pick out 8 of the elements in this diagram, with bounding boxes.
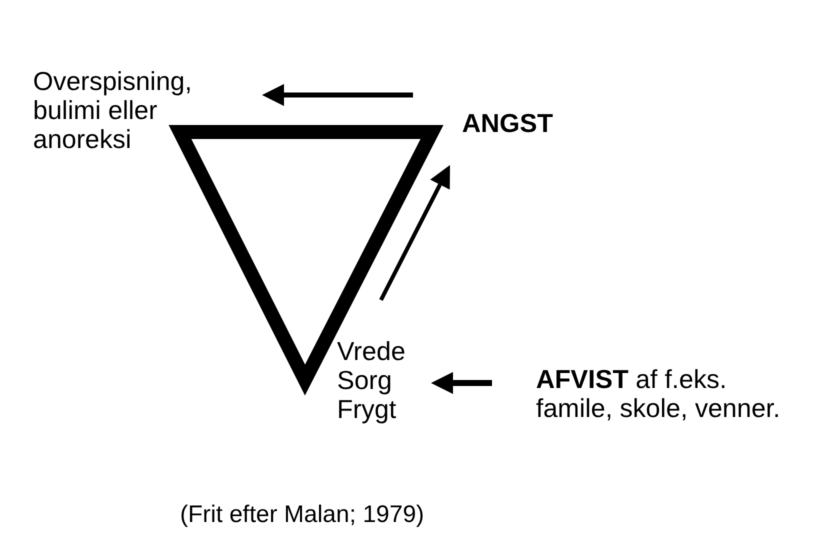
- node-text: AFVIST af f.eks. famile, skole, venner.: [536, 365, 798, 423]
- node-text: Overspisning, bulimi eller anoreksi: [33, 67, 201, 154]
- caption: (Frit efter Malan; 1979): [180, 501, 424, 529]
- arrow: [379, 165, 450, 301]
- arrow: [262, 84, 413, 106]
- arrow: [431, 372, 492, 394]
- node-text: ANGST: [462, 109, 553, 138]
- node-text: Vrede Sorg Frygt: [337, 337, 423, 424]
